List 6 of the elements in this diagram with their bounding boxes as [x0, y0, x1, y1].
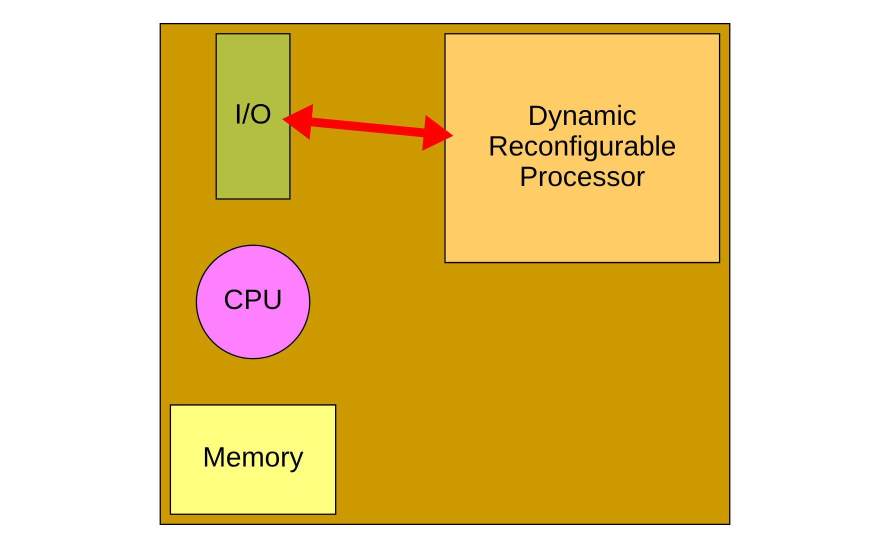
node-box: I/O — [215, 33, 290, 200]
node-circle: CPU — [195, 244, 310, 360]
arrow — [282, 104, 453, 151]
node-box: Memory — [169, 404, 336, 515]
cluster — [159, 22, 730, 526]
node-box: Dynamic Reconfigurable Processor — [444, 33, 720, 264]
